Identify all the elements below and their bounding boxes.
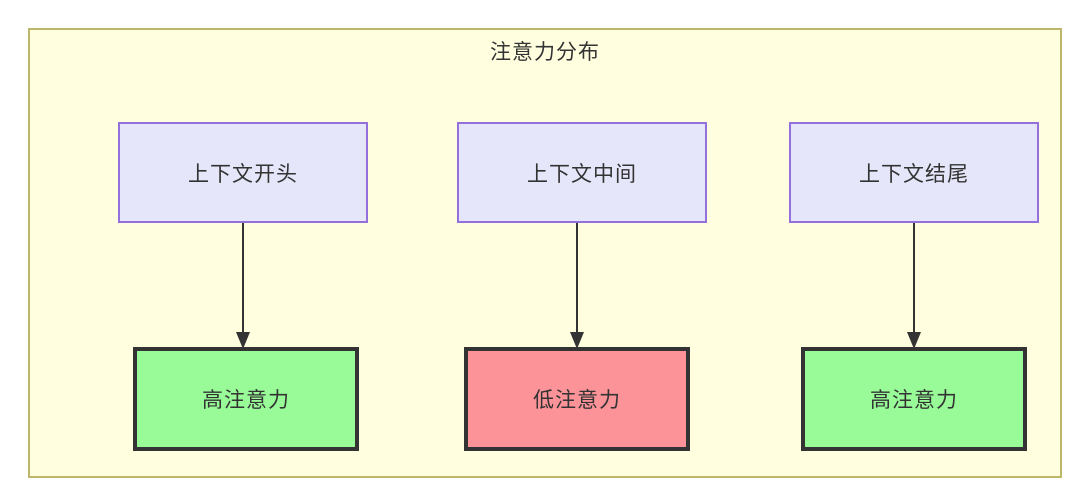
node-context-start[interactable]: 上下文开头 xyxy=(118,122,368,223)
node-context-end[interactable]: 上下文结尾 xyxy=(789,122,1039,223)
attention-distribution-subgraph: 注意力分布 上下文开头 上下文中间 上下文结尾 高注意力 低 xyxy=(28,28,1062,478)
node-attention-high-start[interactable]: 高注意力 xyxy=(133,347,359,451)
node-context-middle[interactable]: 上下文中间 xyxy=(457,122,707,223)
node-attention-low-middle[interactable]: 低注意力 xyxy=(464,347,690,451)
node-context-start-label: 上下文开头 xyxy=(188,162,298,186)
arrow-middle-to-low xyxy=(570,223,584,349)
node-attention-high-start-label: 高注意力 xyxy=(202,389,290,412)
node-attention-high-end[interactable]: 高注意力 xyxy=(801,347,1027,451)
node-context-end-label: 上下文结尾 xyxy=(859,162,969,186)
subgraph-title: 注意力分布 xyxy=(490,41,600,64)
node-attention-high-end-label: 高注意力 xyxy=(870,389,958,412)
arrow-end-to-high xyxy=(907,223,921,349)
node-attention-low-middle-label: 低注意力 xyxy=(533,389,621,412)
arrow-start-to-high xyxy=(236,223,250,349)
node-context-middle-label: 上下文中间 xyxy=(527,162,637,186)
